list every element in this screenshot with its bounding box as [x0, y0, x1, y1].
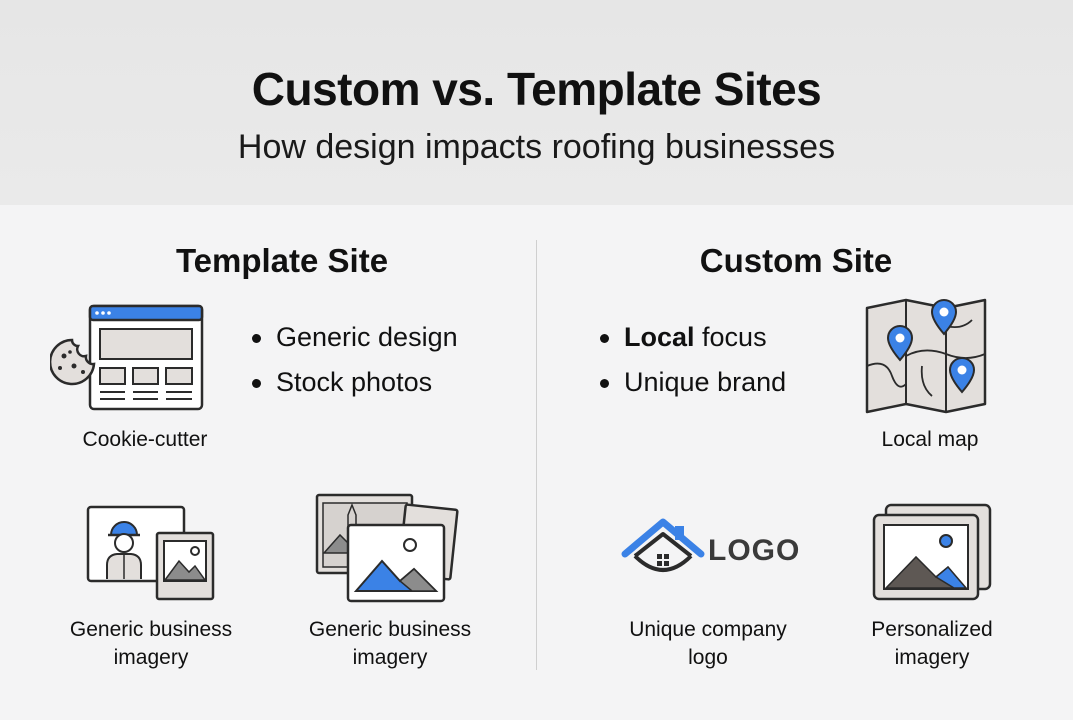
caption-line: imagery [894, 646, 970, 669]
bullet-item: Generic design [250, 315, 458, 360]
personalized-imagery-caption: Personalized imagery [822, 616, 1042, 672]
personalized-photo-icon [870, 503, 994, 603]
unique-logo-caption: Unique company logo [598, 616, 818, 672]
worker-photo-icon [85, 505, 217, 605]
page-title: Custom vs. Template Sites [251, 63, 822, 115]
bullet-bold-text: Local [624, 322, 695, 352]
bullet-item: Local focus [598, 315, 786, 360]
template-site-heading: Template Site [175, 242, 389, 279]
caption-line: imagery [352, 646, 428, 669]
bullet-text: focus [694, 322, 767, 352]
caption-line: logo [688, 646, 728, 669]
caption-line: Unique company [629, 618, 787, 641]
bullet-text: Unique brand [624, 367, 787, 397]
map-pin-icon [862, 296, 990, 414]
caption-line: Generic business [69, 618, 233, 641]
logo-wordmark: LOGO [708, 534, 801, 567]
house-logo-icon [621, 518, 705, 584]
caption-line: Personalized [871, 618, 993, 641]
generic-imagery-caption-1: Generic business imagery [42, 616, 260, 672]
bullet-item: Stock photos [250, 360, 458, 405]
local-map-caption: Local map [881, 428, 979, 451]
custom-site-heading: Custom Site [699, 242, 893, 279]
cookie-cutter-caption: Cookie-cutter [82, 428, 208, 451]
caption-line: imagery [113, 646, 189, 669]
template-bullet-list: Generic design Stock photos [250, 315, 458, 405]
page-subtitle: How design impacts roofing businesses [237, 128, 836, 166]
custom-bullet-list: Local focus Unique brand [598, 315, 786, 405]
stock-photo-stack-icon [312, 493, 462, 605]
column-divider [536, 240, 537, 670]
caption-line: Generic business [308, 618, 472, 641]
generic-imagery-caption-2: Generic business imagery [281, 616, 499, 672]
header-banner: Custom vs. Template Sites How design imp… [0, 0, 1073, 205]
bullet-item: Unique brand [598, 360, 786, 405]
browser-cookie-icon [50, 304, 210, 414]
